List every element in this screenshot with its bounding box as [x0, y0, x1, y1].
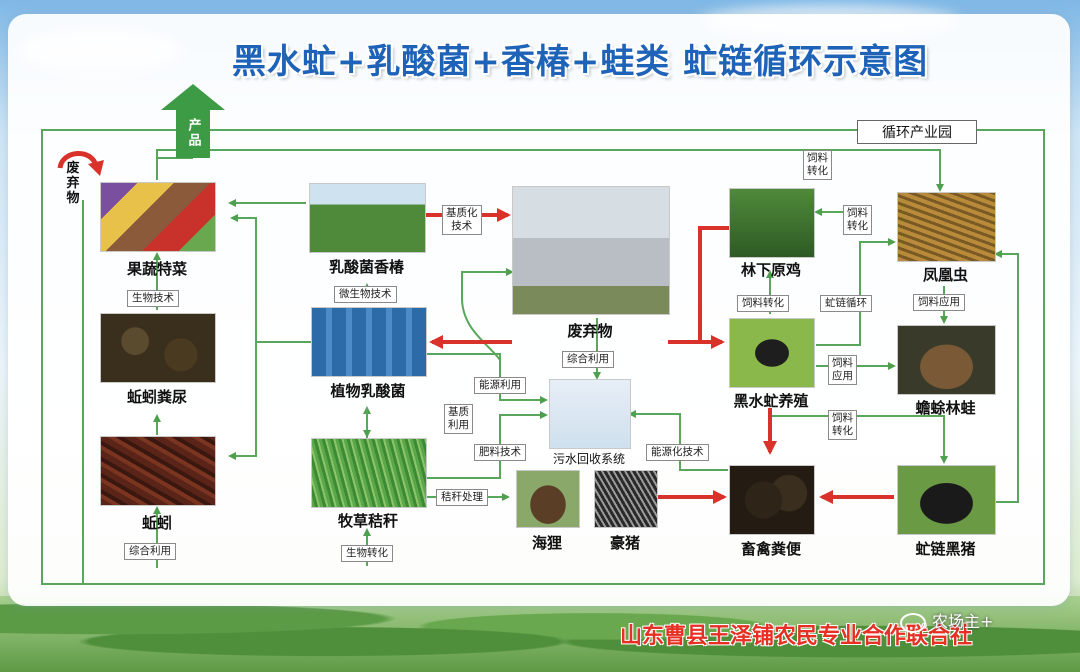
- edge-chain-cycle: 虻链循环: [820, 295, 872, 312]
- straw-image: [311, 438, 427, 508]
- edge-feed-transform-mid: 饲料转化: [737, 295, 789, 312]
- waste-plant-image: [512, 186, 670, 315]
- lactobacillus-image: [311, 307, 427, 377]
- watermark-text: 农场主+: [932, 612, 994, 631]
- waste-side-label: 废弃物: [66, 161, 80, 206]
- chicken-image: [729, 188, 815, 258]
- node-straw: 牧草秸秆: [337, 512, 398, 530]
- toona-image: [309, 183, 426, 253]
- waste-curl-arrow: [57, 151, 99, 169]
- edge-fertilizer-tech: 肥料技术: [474, 444, 526, 461]
- node-earthworm: 蚯蚓: [141, 514, 172, 532]
- node-mealworm: 凤凰虫: [922, 266, 968, 284]
- mealworm-image: [897, 192, 996, 262]
- node-fruit: 果蔬特菜: [126, 260, 187, 278]
- matrix-curve-line: [461, 297, 501, 361]
- sewage-image: [549, 379, 631, 449]
- edge-bio-transform: 生物转化: [341, 545, 393, 562]
- edge-bio-tech: 生物技术: [127, 290, 179, 307]
- lacto-to-fruit-line: [230, 214, 312, 343]
- edge-feed-top: 饲料转化: [803, 150, 832, 180]
- node-toona: 乳酸菌香椿: [328, 258, 404, 276]
- node-sewage: 污水回收系统: [552, 452, 625, 466]
- bsf-to-mealworm-line: [816, 238, 896, 346]
- node-bsf: 黑水虻养殖: [733, 392, 809, 410]
- earthworm-manure-image: [100, 313, 216, 383]
- waste-curl-head: [88, 160, 104, 176]
- earthworm-image: [100, 436, 216, 506]
- node-porcupine: 豪猪: [609, 534, 640, 552]
- product-line: [156, 157, 193, 180]
- node-earthworm-manure: 蚯蚓粪尿: [126, 388, 187, 406]
- edge-feed-frog: 饲料应用: [828, 355, 857, 385]
- bsf-image: [729, 318, 815, 388]
- node-waste: 废弃物: [567, 322, 613, 340]
- frog-image: [897, 325, 996, 395]
- matrix-to-waste-line: [461, 268, 514, 298]
- edge-feed-chicken: 饲料转化: [843, 205, 872, 235]
- porcupine-image: [594, 470, 658, 528]
- edge-matrix-tech: 基质化技术: [442, 205, 482, 235]
- top-feed-line: [156, 149, 944, 192]
- manure-to-sewage-line: [628, 410, 728, 471]
- edge-straw-process: 秸秆处理: [436, 489, 488, 506]
- node-beaver: 海狸: [531, 534, 562, 552]
- edge-feed-application: 饲料应用: [913, 294, 965, 311]
- edge-matrix-use: 基质利用: [444, 404, 473, 434]
- outer-loop-line: [41, 129, 1045, 585]
- edge-energy-tech: 能源化技术: [646, 444, 709, 461]
- edge-comprehensive-left: 综合利用: [124, 543, 176, 560]
- edge-energy-use: 能源利用: [474, 377, 526, 394]
- fruit-image: [100, 182, 216, 252]
- node-manure: 畜禽粪便: [740, 540, 801, 558]
- node-frog: 蟾蜍林蛙: [915, 399, 976, 417]
- plants-background: [0, 596, 1080, 672]
- watermark: 农场主+: [900, 608, 993, 633]
- product-label: 产品: [178, 108, 208, 158]
- pig-image: [897, 465, 996, 535]
- node-chicken: 林下原鸡: [740, 261, 801, 279]
- lacto-to-earthworm-line: [228, 342, 257, 460]
- park-label: 循环产业园: [857, 120, 977, 144]
- chat-bubble-icon: [900, 612, 926, 633]
- edge-feed-pig: 饲料转化: [828, 410, 857, 440]
- pig-return-line: [994, 250, 1019, 503]
- manure-image: [729, 465, 815, 535]
- node-lactobacillus: 植物乳酸菌: [330, 382, 406, 400]
- beaver-image: [516, 470, 580, 528]
- edge-microbe-tech: 微生物技术: [334, 286, 397, 303]
- diagram-title: 黑水虻+乳酸菌+香椿+蛙类 虻链循环示意图: [231, 41, 929, 82]
- edge-comprehensive-mid: 综合利用: [562, 351, 614, 368]
- node-pig: 虻链黑猪: [915, 540, 976, 558]
